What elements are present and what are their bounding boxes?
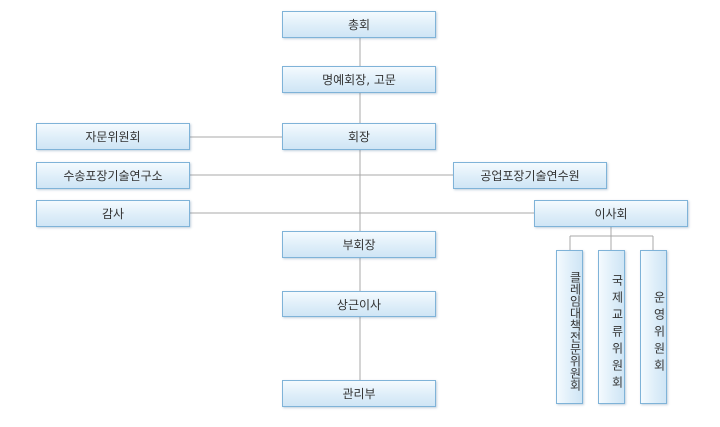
- node-chairman: 회장: [282, 123, 436, 150]
- node-management-department: 관리부: [282, 380, 436, 407]
- node-audit: 감사: [36, 200, 190, 227]
- node-claim-countermeasure-committee: 클레임대책전문위원회: [556, 250, 583, 404]
- node-honorary-chairman-advisor: 명예회장, 고문: [282, 66, 436, 93]
- node-standing-director: 상근이사: [282, 291, 436, 317]
- node-advisory-committee: 자문위원회: [36, 123, 190, 150]
- node-board-of-directors: 이사회: [534, 200, 688, 227]
- node-international-exchange-committee: 국제교류위원회: [598, 250, 625, 404]
- node-operation-committee: 운영위원회: [640, 250, 667, 404]
- node-transport-packaging-lab: 수송포장기술연구소: [36, 162, 190, 189]
- node-vice-chairman: 부회장: [282, 231, 436, 258]
- node-industrial-packaging-institute: 공업포장기술연수원: [453, 162, 607, 189]
- node-general-assembly: 총회: [282, 11, 436, 38]
